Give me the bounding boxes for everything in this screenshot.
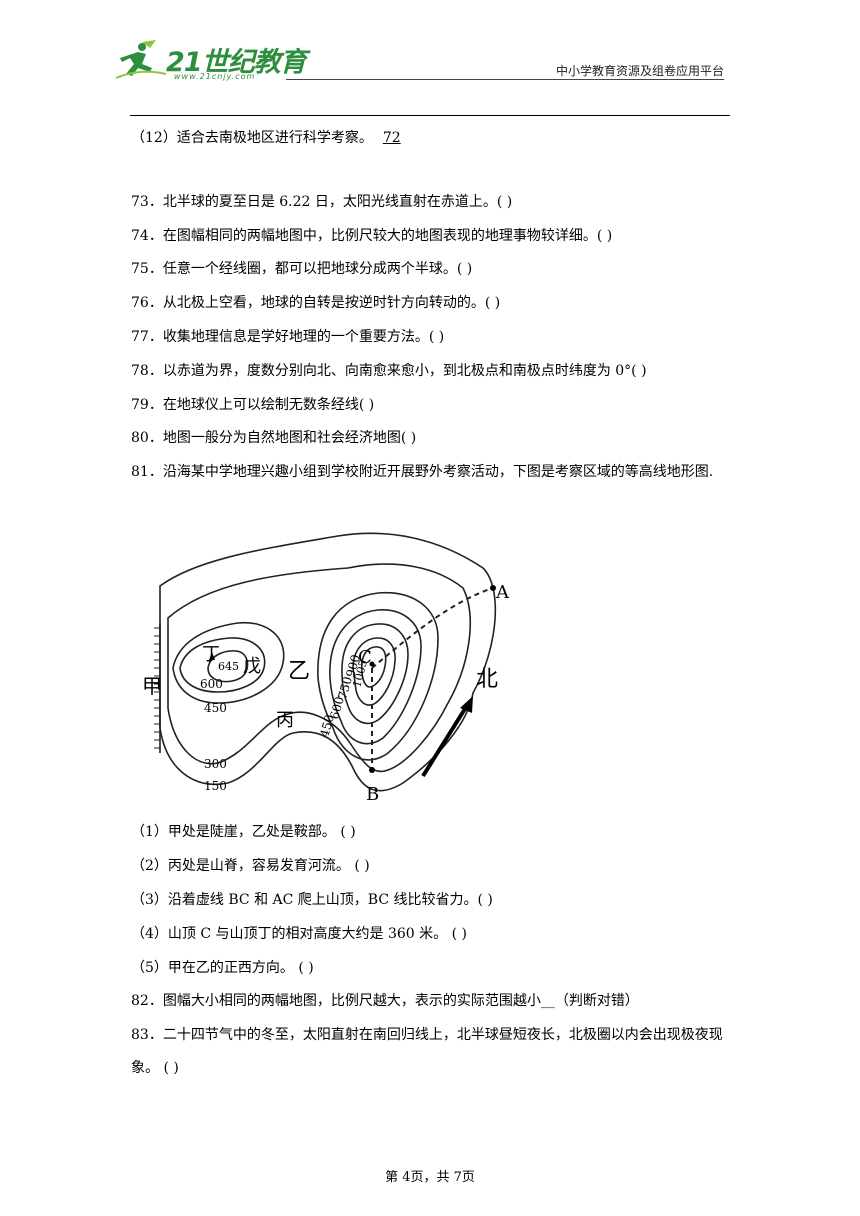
logo-url: www.21cnjy.com [174, 72, 256, 81]
logo-text: 21世纪教育 [166, 47, 307, 78]
label-r750: 750 [335, 675, 354, 701]
question-81-sub-4: （4）山顶 C 与山顶丁的相对高度大约是 360 米。 ( ) [131, 926, 467, 942]
label-wu: 戊 [243, 656, 261, 677]
question-76: 76．从北极上空看，地球的自转是按逆时针方向转动的。( ) [131, 295, 501, 311]
platform-name: 中小学教育资源及组卷应用平台 [555, 64, 724, 78]
question-81-sub-1: （1）甲处是陡崖，乙处是鞍部。 ( ) [131, 824, 356, 840]
question-78: 78．以赤道为界，度数分别向北、向南愈来愈小，到北极点和南极点时纬度为 0°( … [131, 363, 647, 379]
north-arrow [421, 702, 470, 778]
label-a: A [495, 582, 510, 603]
question-81-sub-3: （3）沿着虚线 BC 和 AC 爬上山顶，BC 线比较省力。( ) [131, 892, 493, 908]
prev-item-answer: 72 [382, 130, 401, 146]
question-81-sub-2: （2）丙处是山脊，容易发育河流。 ( ) [131, 858, 370, 874]
label-c: C [358, 647, 372, 668]
question-77: 77．收集地理信息是学好地理的一个重要方法。( ) [131, 329, 445, 345]
label-r600: 600 [327, 695, 346, 721]
label-north: 北 [476, 667, 498, 692]
route-ac [371, 587, 494, 669]
question-81-sub-5: （5）甲在乙的正西方向。 ( ) [131, 960, 314, 976]
question-79: 79．在地球仪上可以绘制无数条经线( ) [131, 397, 375, 413]
logo: 21世纪教育 www.21cnjy.com [112, 38, 312, 86]
question-83: 83．二十四节气中的冬至，太阳直射在南回归线上，北半球昼短夜长，北极圈以内会出现… [131, 1027, 723, 1076]
prev-item-text: （12）适合去南极地区进行科学考察。 [131, 130, 373, 146]
prev-item-12: （12）适合去南极地区进行科学考察。 72 [131, 128, 411, 148]
label-peak-ding: 645 [218, 660, 239, 673]
label-jia: 甲 [142, 674, 162, 698]
question-75: 75．任意一个经线圈，都可以把地球分成两个半球。( ) [131, 261, 473, 277]
contour-map: 甲 乙 丙 丁 戊 A B C 北 645 1005 600 450 300 1… [138, 528, 528, 808]
page-footer: 第 4页，共 7页 [385, 1170, 475, 1185]
question-81-stem: 81．沿海某中学地理兴趣小组到学校附近开展野外考察活动，下图是考察区域的等高线地… [131, 464, 714, 480]
label-yi: 乙 [288, 659, 310, 684]
label-150: 150 [204, 779, 227, 793]
label-bing: 丙 [276, 710, 294, 731]
label-300: 300 [204, 757, 227, 771]
question-74: 74．在图幅相同的两幅地图中，比例尺较大的地图表现的地理事物较详细。( ) [131, 228, 613, 244]
question-73: 73．北半球的夏至日是 6.22 日，太阳光线直射在赤道上。( ) [131, 194, 513, 210]
label-450: 450 [204, 701, 227, 715]
label-r450: 450 [317, 713, 336, 739]
question-80: 80．地图一般分为自然地图和社会经济地图( ) [131, 430, 417, 446]
header-rule [286, 79, 724, 80]
label-ding: 丁 [202, 644, 220, 665]
label-b: B [366, 784, 379, 805]
contour-map-figure: 甲 乙 丙 丁 戊 A B C 北 645 1005 600 450 300 1… [142, 532, 510, 805]
runner-logo-icon [115, 40, 167, 79]
label-r900: 900 [343, 653, 362, 679]
label-600: 600 [200, 677, 223, 691]
page-header: 21世纪教育 www.21cnjy.com 中小学教育资源及组卷应用平台 [0, 0, 860, 118]
question-82: 82．图幅大小相同的两幅地图，比例尺越大，表示的实际范围越小__（判断对错） [131, 993, 639, 1009]
header-divider [130, 115, 730, 116]
